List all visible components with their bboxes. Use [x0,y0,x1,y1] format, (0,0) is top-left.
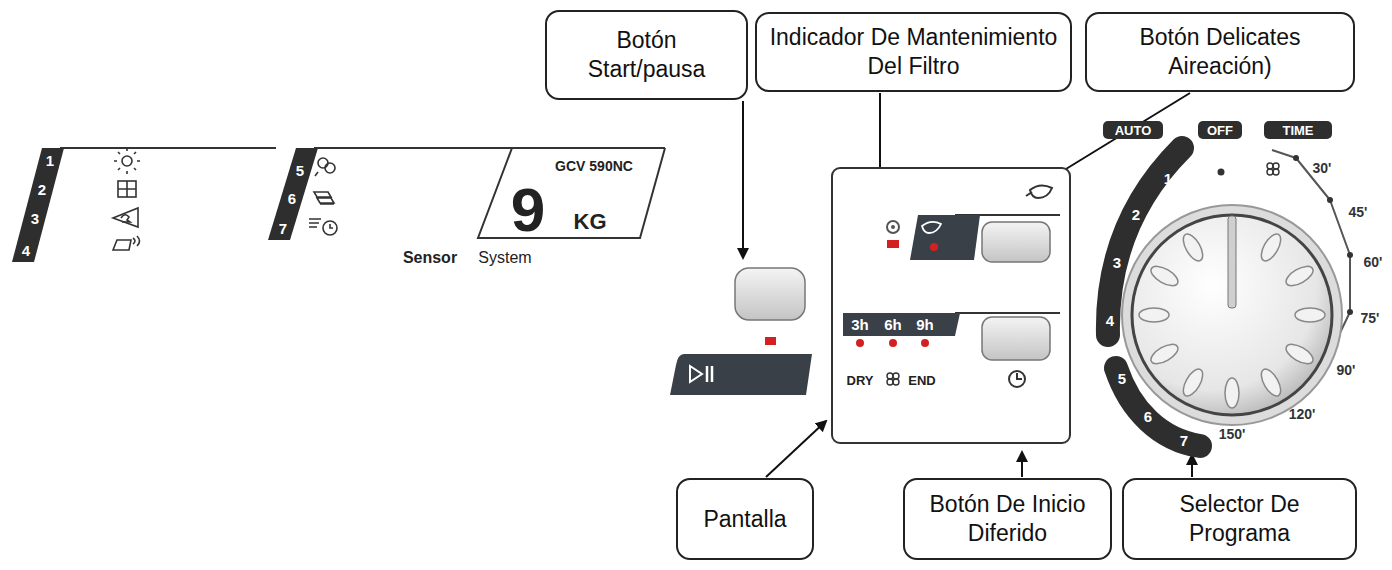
panel-label: 3 [1113,255,1121,270]
knob-notch [1257,366,1284,399]
panel-label: 90' [1337,363,1356,377]
panel-label: Sensor [403,250,457,266]
callout-box: Botón Start/pausa [545,10,748,100]
callout-box: Botón Delicates Aireación) [1085,12,1355,92]
panel-label: 2 [1132,207,1140,222]
panel-label: TIME [1282,124,1313,137]
callout-box: Pantalla [676,478,814,560]
callout-text: Pantalla [703,505,786,534]
callout-text: Indicador De Mantenimiento Del Filtro [769,23,1058,81]
callout-box: Indicador De Mantenimiento Del Filtro [755,12,1072,92]
panel-label: END [908,374,935,387]
panel-label: 2 [38,182,46,197]
panel-label: 45' [1349,205,1368,219]
panel-label: 4 [1106,313,1114,328]
callout-box: Selector De Programa [1122,478,1357,560]
knob-notch [1179,366,1206,399]
panel-label: 9 [511,179,545,241]
panel-label: 7 [1180,433,1188,448]
panel-label: 120' [1289,407,1316,421]
knob-notch [1225,378,1239,408]
panel-label: 6 [1144,409,1152,424]
program-dial [1103,121,1353,446]
panel-label: 6 [288,191,296,206]
panel-label: 150' [1219,427,1246,441]
callout-box: Botón De Inicio Diferido [903,478,1112,560]
knob-notch [1283,262,1316,289]
knob-notch [1148,340,1181,367]
panel-label: 75' [1361,311,1380,325]
panel-label: GCV 590NC [555,159,633,173]
panel-label: 1 [1164,171,1172,186]
start-button [670,268,812,395]
leader-arrows [743,93,1192,477]
panel-label: 3h [851,317,869,332]
callout-text: Botón Delicates Aireación) [1099,23,1341,81]
knob-notch [1295,308,1325,322]
knob-notch [1283,340,1316,367]
panel-label: 7 [279,221,287,236]
callout-text: Selector De Programa [1136,490,1343,548]
knob-notch [1139,308,1169,322]
callout-text: Botón De Inicio Diferido [917,490,1098,548]
program-list [12,148,665,262]
panel-label: 60' [1364,255,1383,269]
panel-label: System [478,250,531,266]
knob-notch [1257,231,1284,264]
panel-label: 3 [31,211,39,226]
display-panel [832,168,1070,443]
panel-label: 30' [1313,161,1332,175]
panel-label: 1 [46,153,54,168]
knob-notch [1179,231,1206,264]
callout-text: Botón Start/pausa [569,26,724,84]
panel-label: DRY [847,374,874,387]
panel-label: 6h [884,317,902,332]
panel-label: 5 [1118,371,1126,386]
panel-label: OFF [1207,124,1233,137]
knob-notch [1148,262,1181,289]
panel-label: 9h [916,317,934,332]
panel-label: 5 [296,163,304,178]
panel-label: AUTO [1115,124,1152,137]
panel-label: KG [574,211,607,233]
panel-label: 4 [22,243,30,258]
